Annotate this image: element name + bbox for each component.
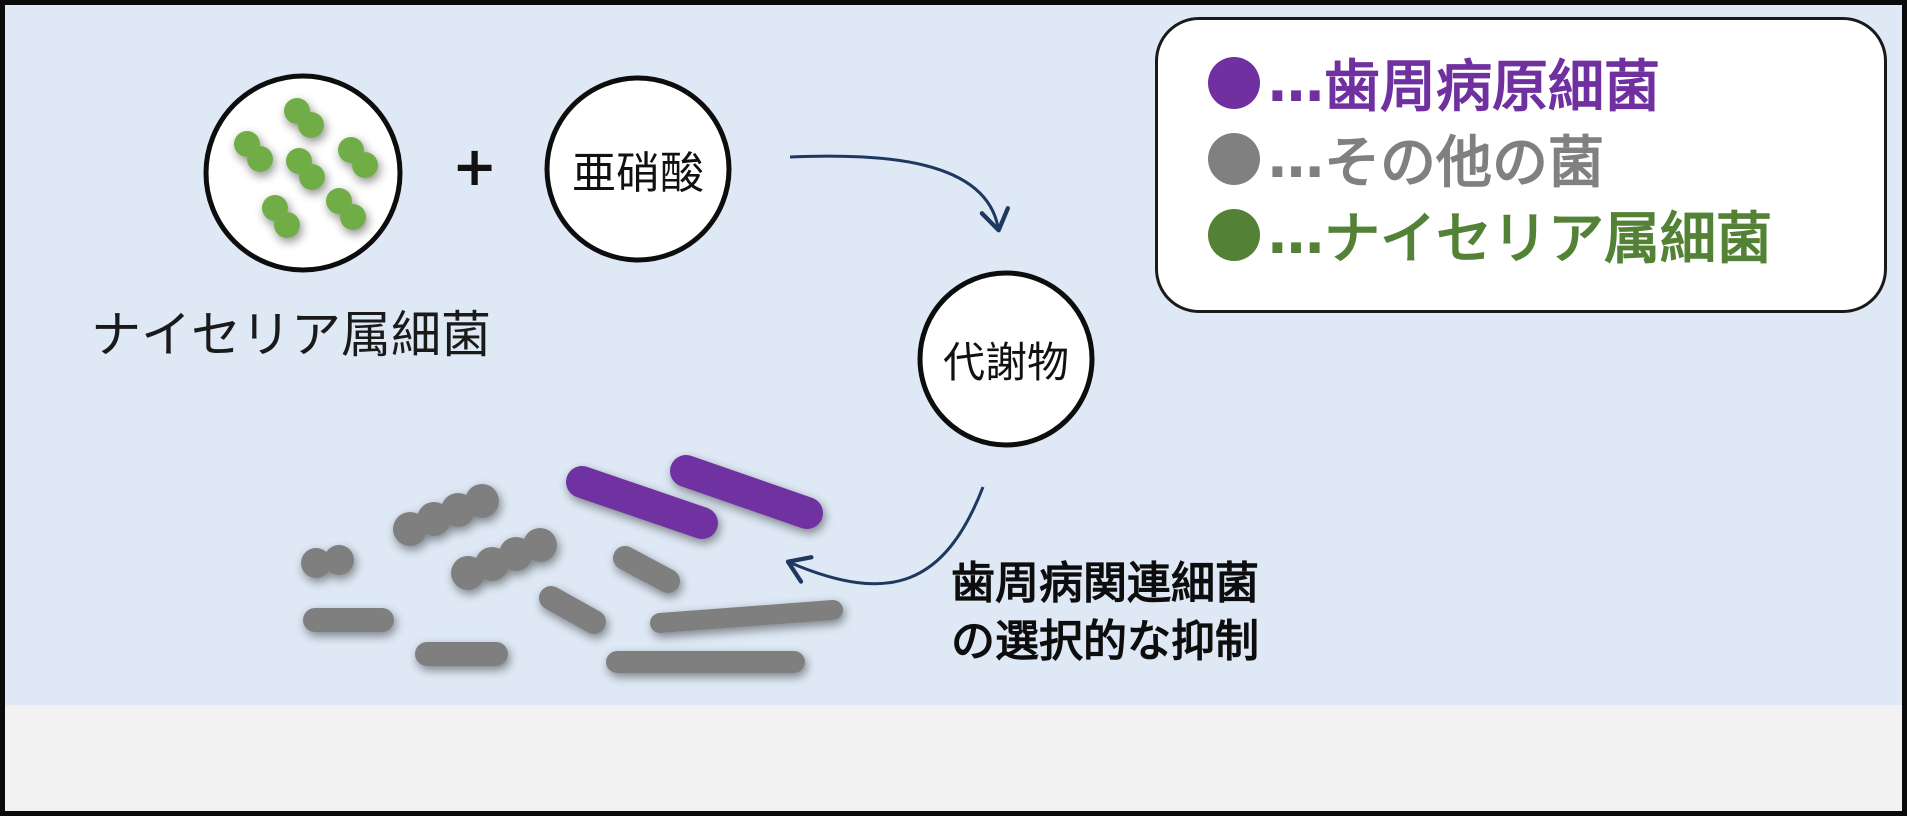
effect-text-line1: 歯周病関連細菌 [951,558,1259,609]
legend-dot-icon [1208,132,1260,185]
streptococcus-chain-icon [451,528,557,590]
legend-row-neisseria: … ナイセリア属細菌 [1208,194,1772,275]
rod-bacterium-icon [613,546,680,593]
rod-bacterium-icon [539,586,606,634]
metabolite-circle [917,270,1095,448]
diagram-graphics [203,73,1095,673]
legend-box: … 歯周病原細菌 … その他の菌 … ナイセリア属細菌 [1155,17,1887,313]
legend-dot-icon [1208,56,1260,109]
rod-bacterium-icon [650,600,843,633]
streptococcus-chain-icon [301,545,354,578]
rod-bacterium-icon [670,455,823,529]
nitrite-circle [544,75,732,263]
rod-bacterium-icon [566,466,718,539]
streptococcus-chain-icon [393,484,499,546]
effect-text-line2: の選択的な抑制 [951,616,1259,667]
curved-arrow-icon [785,486,985,586]
neisseria-diplococci [234,98,378,238]
legend-ellipsis: … [1268,126,1324,191]
neisseria-caption: ナイセリア属細菌 [91,306,491,364]
legend-label-pathogen: 歯周病原細菌 [1324,55,1660,120]
legend-row-pathogen: … 歯周病原細菌 [1208,42,1660,123]
legend-row-other: … その他の菌 [1208,118,1604,199]
bacteria-cluster [301,455,843,673]
nitrite-label: 亜硝酸 [572,148,704,199]
legend-label-neisseria: ナイセリア属細菌 [1324,207,1772,272]
other-cocci-chains [301,484,557,590]
curved-arrow-icon [789,154,1010,233]
other-rods [303,546,843,673]
diplococcus-icon [338,137,378,178]
pathogen-rods [566,455,823,539]
legend-ellipsis: … [1268,202,1324,267]
diplococcus-icon [286,148,325,190]
metabolite-label: 代謝物 [942,337,1069,387]
legend-ellipsis: … [1268,50,1324,115]
plus-sign: + [452,135,498,198]
diplococcus-icon [326,188,366,230]
diplococcus-icon [284,98,324,138]
legend-label-other: その他の菌 [1324,131,1604,196]
diplococcus-icon [262,195,300,238]
diplococcus-icon [234,131,273,172]
legend-dot-icon [1208,208,1260,261]
